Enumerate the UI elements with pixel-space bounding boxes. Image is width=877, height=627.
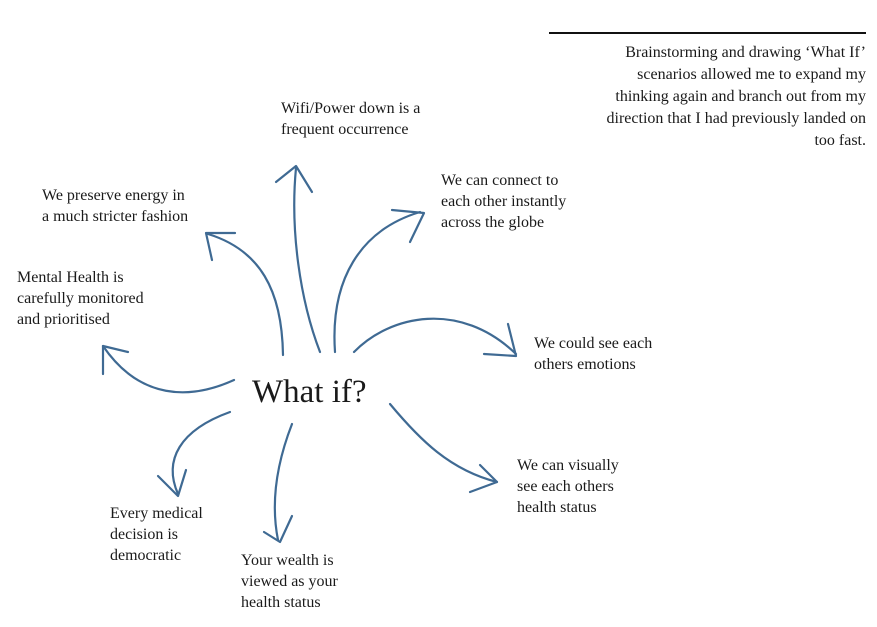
arrowhead-emotions (482, 322, 518, 358)
idea-line: carefully monitored (17, 290, 144, 307)
idea-line: health status (241, 594, 321, 611)
note-line: Brainstorming and drawing ‘What If’ (625, 44, 866, 61)
arrow-to-emotions (352, 317, 518, 356)
idea-line: Mental Health is (17, 269, 124, 286)
idea-line: each other instantly (441, 193, 567, 210)
idea-line: see each others (517, 478, 614, 495)
idea-line: across the globe (441, 214, 545, 231)
idea-see-emotions: We could see each others emotions (534, 333, 652, 375)
arrow-to-medical (171, 410, 232, 496)
idea-mental-health: Mental Health is carefully monitored and… (17, 267, 144, 330)
idea-wealth-health: Your wealth is viewed as your health sta… (241, 550, 338, 613)
note-line: too fast. (814, 132, 866, 149)
arrowhead-wifi (274, 164, 314, 194)
arrow-to-connect (333, 210, 422, 354)
idea-medical-democratic: Every medical decision is democratic (110, 503, 203, 566)
idea-line: Your wealth is (241, 552, 334, 569)
central-question: What if? (252, 374, 367, 410)
idea-line: others emotions (534, 356, 636, 373)
idea-line: decision is (110, 526, 178, 543)
idea-line: We preserve energy in (42, 187, 185, 204)
note-line: thinking again and branch out from my (615, 88, 866, 105)
idea-connect-globe: We can connect to each other instantly a… (441, 170, 566, 233)
arrowhead-connect (390, 208, 426, 244)
idea-line: We could see each (534, 335, 653, 352)
idea-preserve-energy: We preserve energy in a much stricter fa… (42, 185, 188, 227)
idea-line: viewed as your (241, 573, 338, 590)
idea-line: We can connect to (441, 172, 559, 189)
arrow-to-mental (101, 344, 236, 394)
note-line: scenarios allowed me to expand my (637, 66, 866, 83)
idea-line: health status (517, 499, 597, 516)
note-divider-line (549, 32, 866, 34)
arrow-to-wifi (293, 166, 322, 354)
arrowhead-mental (101, 344, 130, 376)
arrow-to-energy (206, 232, 285, 357)
idea-line: We can visually (517, 457, 619, 474)
idea-line: Wifi/Power down is a (281, 100, 421, 117)
idea-line: Every medical (110, 505, 203, 522)
arrow-to-visual (388, 402, 499, 484)
arrowhead-wealth (262, 514, 294, 544)
arrowhead-medical (156, 468, 188, 498)
arrowhead-energy (204, 231, 237, 262)
arrow-to-wealth (273, 422, 294, 542)
reflection-note: Brainstorming and drawing ‘What If’ scen… (549, 42, 866, 152)
idea-visual-health: We can visually see each others health s… (517, 455, 619, 518)
arrowhead-visual (468, 463, 499, 494)
note-line: direction that I had previously landed o… (606, 110, 866, 127)
idea-line: a much stricter fashion (42, 208, 189, 225)
idea-line: frequent occurrence (281, 121, 409, 138)
idea-line: and prioritised (17, 311, 110, 328)
idea-line: democratic (110, 547, 182, 564)
idea-wifi-power: Wifi/Power down is a frequent occurrence (281, 98, 420, 140)
